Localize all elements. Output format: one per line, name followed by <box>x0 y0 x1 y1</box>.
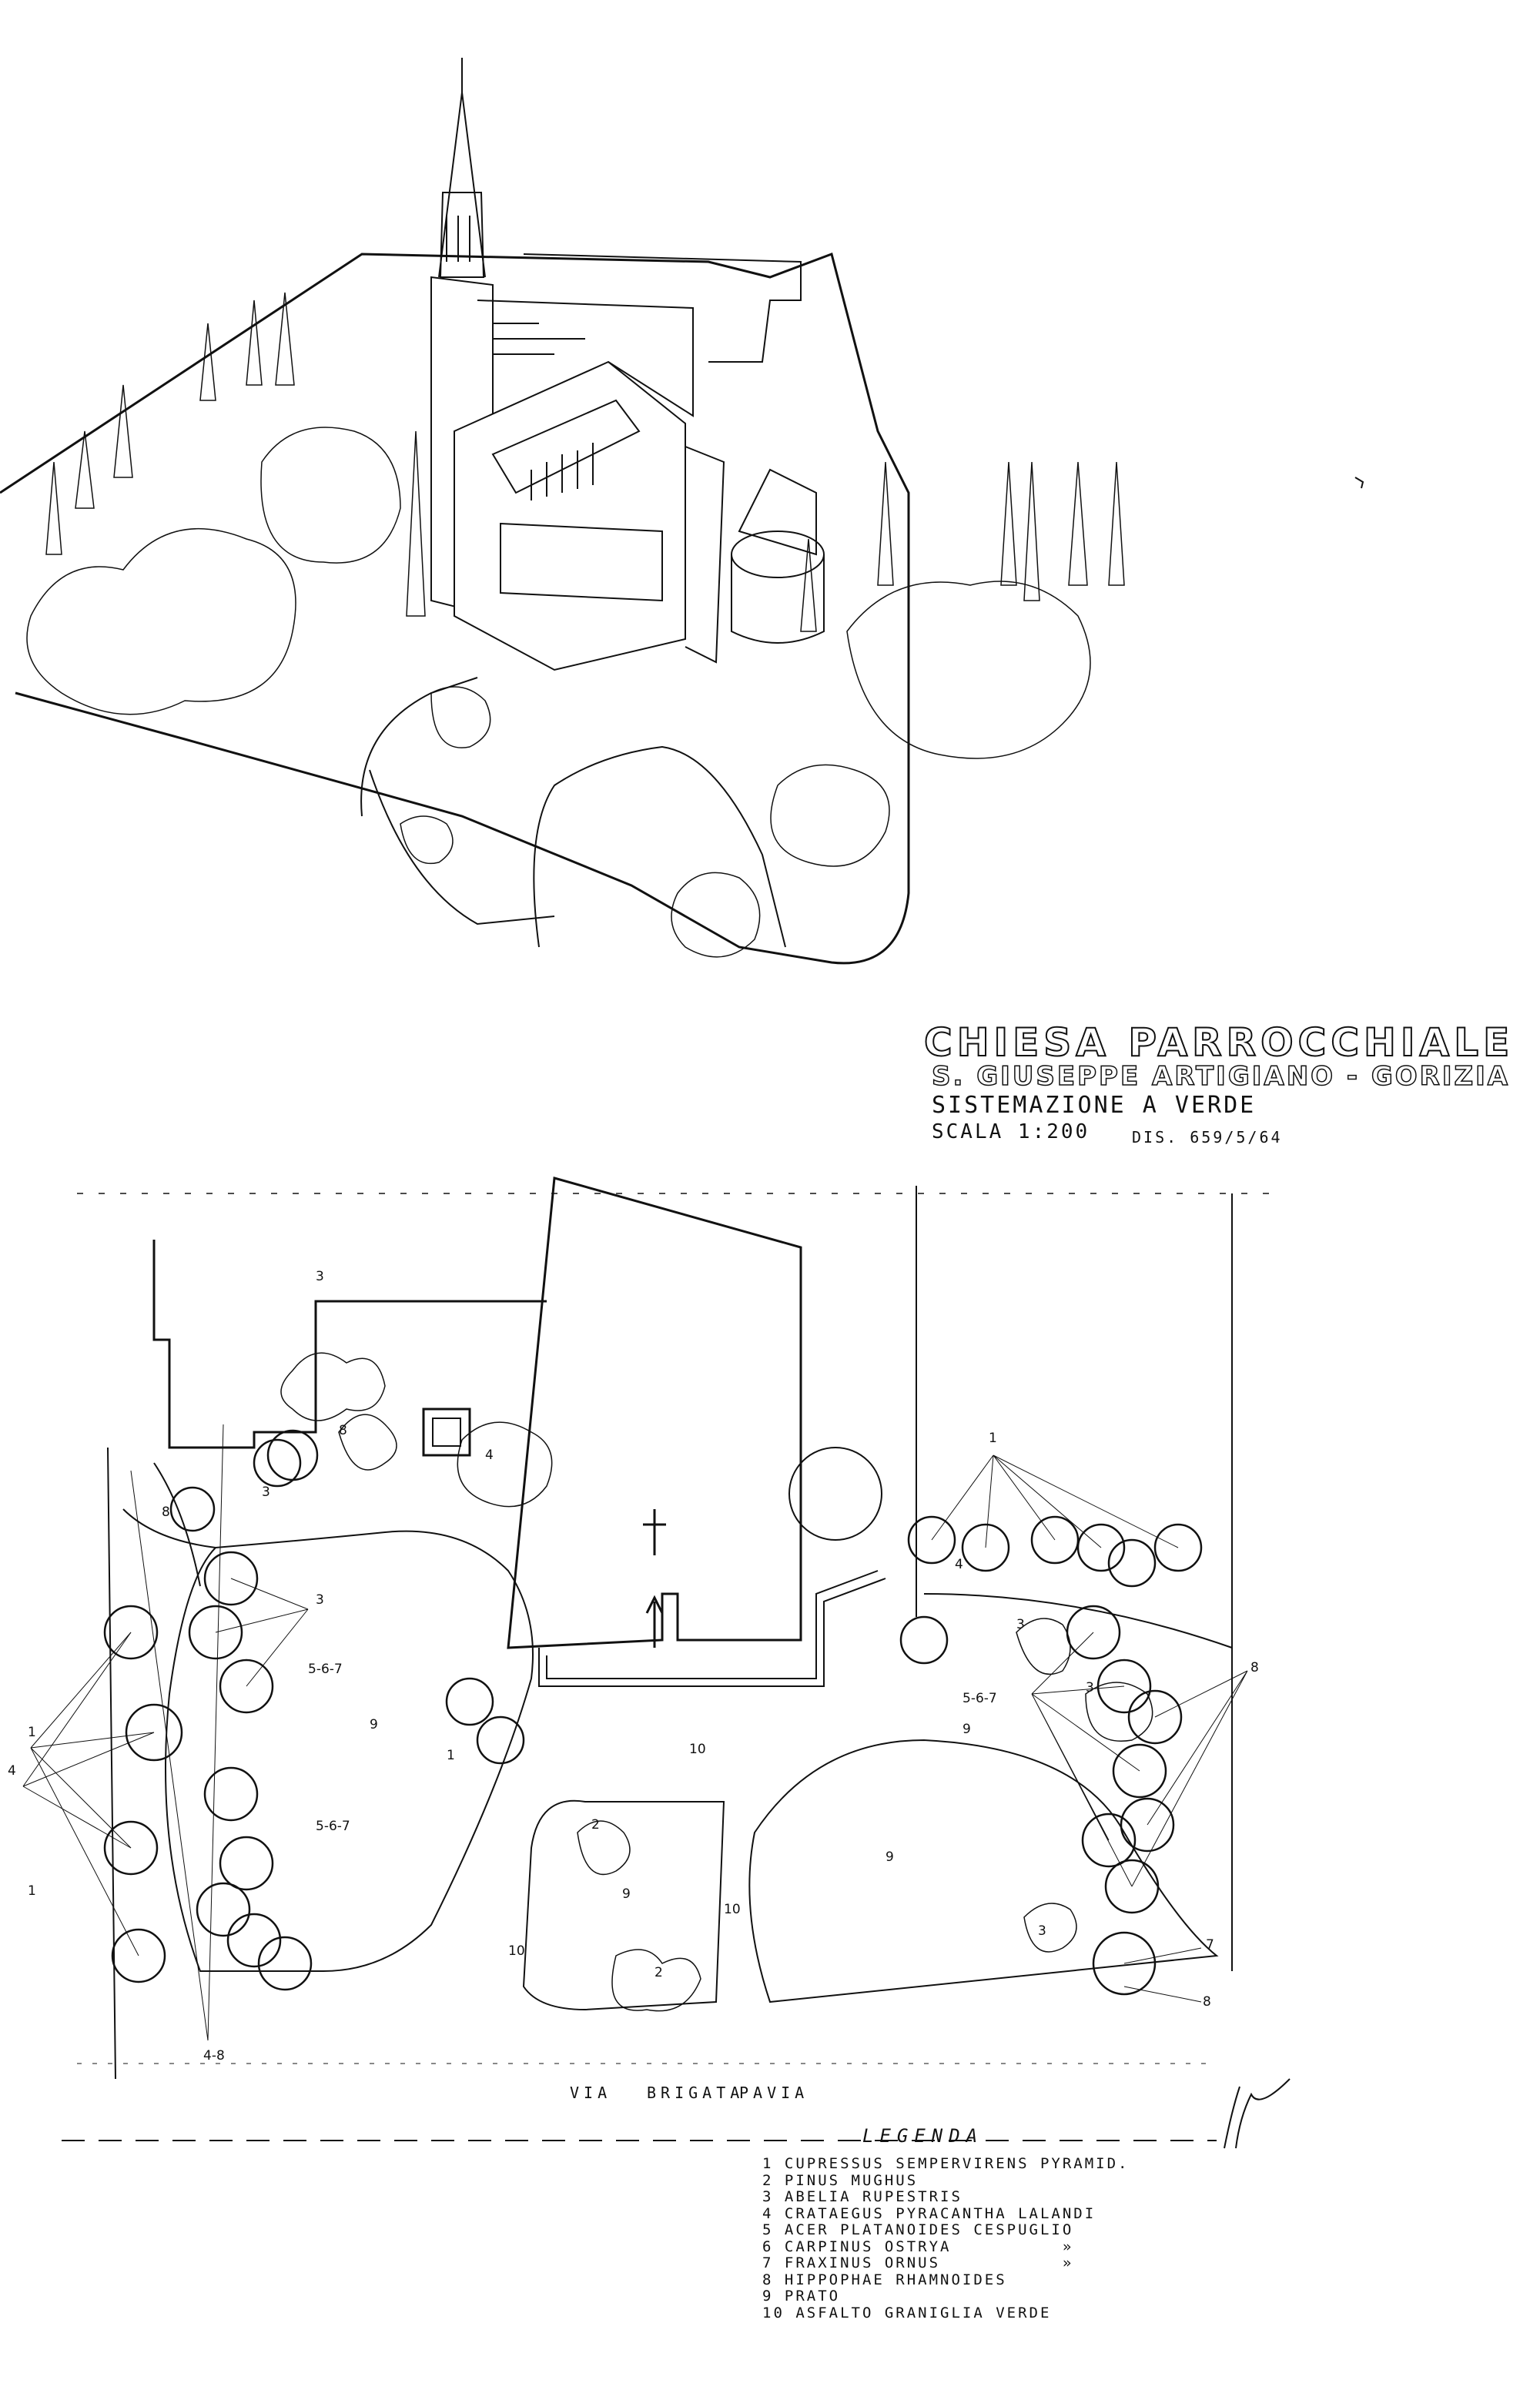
shrub-masses <box>26 427 1091 958</box>
plan-label: 1 <box>28 1725 36 1740</box>
legend-item: 1 CUPRESSUS SEMPERVIRENS PYRAMID. <box>762 2155 1130 2172</box>
fountain <box>422 1408 471 1457</box>
lawn-right <box>748 1593 1233 2003</box>
lawn-center <box>522 1799 725 2011</box>
drawing-subtitle: S. GIUSEPPE ARTIGIANO - GORIZIA <box>931 1060 1511 1093</box>
cross-symbol <box>643 1509 666 1555</box>
legend-item: 5 ACER PLATANOIDES CESPUGLIO <box>762 2221 1074 2238</box>
drawing-scale: SCALA 1:200 <box>932 1120 1090 1143</box>
street-name-word: BRIGATA <box>647 2084 745 2102</box>
drawing-description: SISTEMAZIONE A VERDE <box>932 1092 1257 1119</box>
left-path <box>107 1447 216 2080</box>
leader-lines <box>22 1424 1248 2041</box>
church-steps <box>538 1570 886 1687</box>
plan-label: 2 <box>654 1965 663 1980</box>
plan-label: 3 <box>1016 1617 1025 1632</box>
lawn-left <box>165 1530 534 1972</box>
plan-label: 9 <box>962 1722 971 1737</box>
plan-label: 5-6-7 <box>962 1691 997 1706</box>
baptistery <box>731 468 825 644</box>
plan-label: 2 <box>591 1817 600 1833</box>
street-name-word: VIA <box>570 2084 612 2102</box>
plan-label: 9 <box>622 1886 631 1902</box>
right-boundary <box>916 1186 1233 1971</box>
plan-label: 8 <box>1203 1994 1211 2010</box>
church <box>454 300 725 671</box>
plan-label: 10 <box>689 1742 706 1757</box>
plan-label: 1 <box>447 1748 455 1763</box>
legend-item: 4 CRATAEGUS PYRACANTHA LALANDI <box>762 2204 1096 2222</box>
drawing-number: DIS. 659/5/64 <box>1132 1128 1283 1146</box>
drawing-title: CHIESA PARROCCHIALE <box>923 1019 1515 1066</box>
plan-label: 3 <box>1038 1923 1046 1939</box>
rear-wall <box>523 253 802 363</box>
perspective-drawing <box>0 58 1364 965</box>
plan-label: 4 <box>485 1448 494 1463</box>
legend-item: 6 CARPINUS OSTRYA » <box>762 2238 1074 2255</box>
plan-label: 10 <box>508 1943 525 1959</box>
plan-label: 9 <box>370 1717 378 1732</box>
neighbor-building <box>152 1240 547 1449</box>
tree-circles <box>103 1429 1203 1996</box>
legend-item: 10 ASFALTO GRANIGLIA VERDE <box>762 2304 1052 2321</box>
plan-label: 4-8 <box>203 2048 225 2064</box>
plan-label: 5-6-7 <box>308 1662 343 1677</box>
plan-label: 8 <box>1250 1660 1259 1675</box>
site-outline <box>0 253 910 965</box>
plan-label: 3 <box>262 1485 270 1500</box>
shrub-clusters <box>280 1352 1153 2012</box>
legend-item: 3 ABELIA RUPESTRIS <box>762 2188 962 2205</box>
legend-item: 8 HIPPOPHAE RHAMNOIDES <box>762 2271 1007 2288</box>
legend: 1 CUPRESSUS SEMPERVIRENS PYRAMID. 2 PINU… <box>762 2155 1130 2321</box>
plan-label: 8 <box>339 1423 347 1438</box>
plan-label: 9 <box>886 1849 894 1865</box>
cypress-trees <box>45 292 1125 632</box>
plan-label: 4 <box>955 1557 963 1572</box>
plan-label: 8 <box>162 1505 170 1520</box>
plan-label: 4 <box>8 1763 16 1779</box>
legend-title: LEGENDA <box>862 2125 984 2147</box>
bird-mark <box>1354 477 1364 489</box>
plan-label: 1 <box>989 1431 997 1446</box>
plan-label: 3 <box>1086 1680 1094 1695</box>
plan-label: 5-6-7 <box>316 1819 350 1834</box>
entrance-arrow <box>645 1595 664 1648</box>
legend-item: 2 PINUS MUGHUS <box>762 2171 919 2189</box>
legend-item: 9 PRATO <box>762 2288 841 2305</box>
plan-label: 3 <box>316 1269 324 1284</box>
church-footprint <box>507 1177 802 1649</box>
driveway <box>360 677 786 948</box>
legend-item: 7 FRAXINUS ORNUS » <box>762 2254 1074 2271</box>
baptistery-plan <box>788 1447 882 1541</box>
plan-label: 3 <box>316 1592 324 1608</box>
plan-label: 7 <box>1206 1937 1214 1953</box>
street-name-word: PAVIA <box>739 2084 809 2102</box>
plan-label: 10 <box>724 1902 741 1917</box>
signature <box>1224 2078 1291 2149</box>
plan-label: 1 <box>28 1883 36 1899</box>
